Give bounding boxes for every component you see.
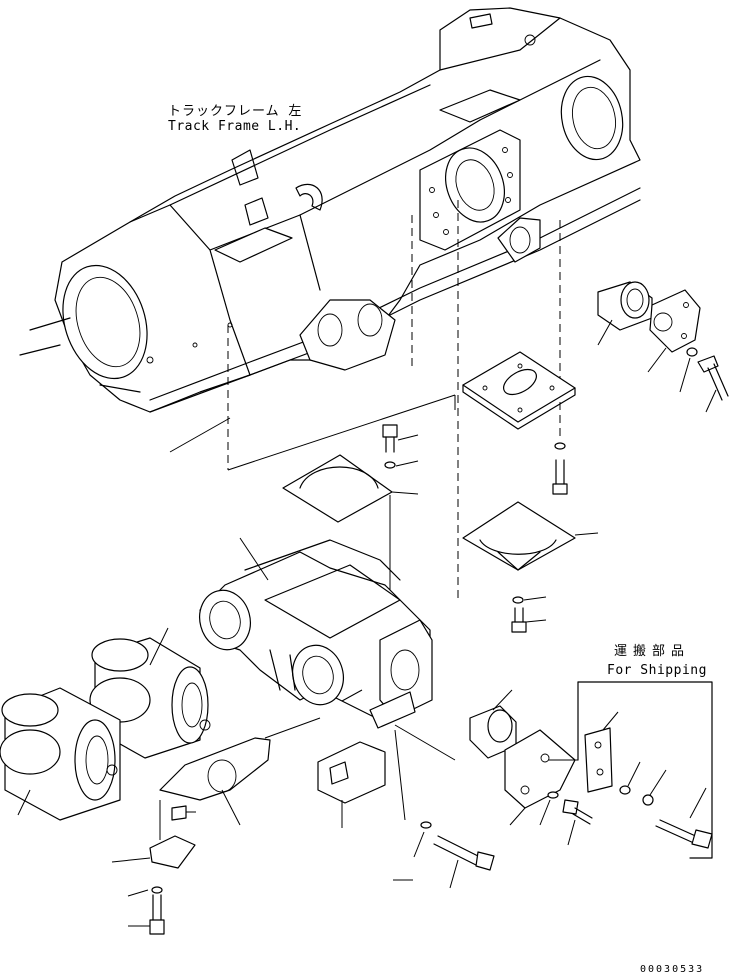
lower-pivot-shaft <box>469 689 517 759</box>
upper-seat-washer <box>554 442 566 450</box>
upper-seat-plate <box>462 351 576 430</box>
dome-cover <box>282 454 419 523</box>
pin <box>171 805 196 821</box>
pivot-washer <box>679 347 698 393</box>
track-frame-label-jp: トラックフレーム 左 <box>168 104 303 119</box>
pivot-bolt <box>697 355 729 413</box>
frame-bolt-lower <box>413 821 495 889</box>
equalizer-bogie <box>199 537 433 729</box>
guard-bracket <box>111 800 196 869</box>
track-roller-lower <box>0 687 121 821</box>
link-arm <box>159 717 321 826</box>
shipping-label-jp: 運搬部品 <box>614 644 691 659</box>
pivot-shaft <box>597 281 653 346</box>
shipping-label-en: For Shipping <box>607 663 707 678</box>
guard-bolt <box>127 886 165 935</box>
shipping-parts-box <box>548 681 713 859</box>
lower-seat-pad <box>462 501 599 571</box>
centerline-connector <box>227 394 456 471</box>
lower-pivot-bolt <box>562 799 593 846</box>
drawing-number: 00030533 <box>640 964 705 975</box>
track-frame-label-en: Track Frame L.H. <box>168 119 302 134</box>
lower-seat-washer <box>512 596 547 604</box>
track-roller-upper <box>89 627 211 759</box>
frame-leader <box>169 417 231 453</box>
lower-pivot-washer <box>539 791 559 826</box>
upper-seat-bolt <box>552 459 568 495</box>
lower-seat-bolt <box>511 607 547 633</box>
guard-leaders <box>393 724 456 881</box>
cover-bolt <box>382 424 419 453</box>
roller-guard-block <box>317 741 386 828</box>
lower-pivot-cap <box>504 729 576 826</box>
pivot-cap <box>647 289 701 373</box>
track-frame-lh <box>19 7 641 413</box>
cover-washer <box>384 460 419 469</box>
